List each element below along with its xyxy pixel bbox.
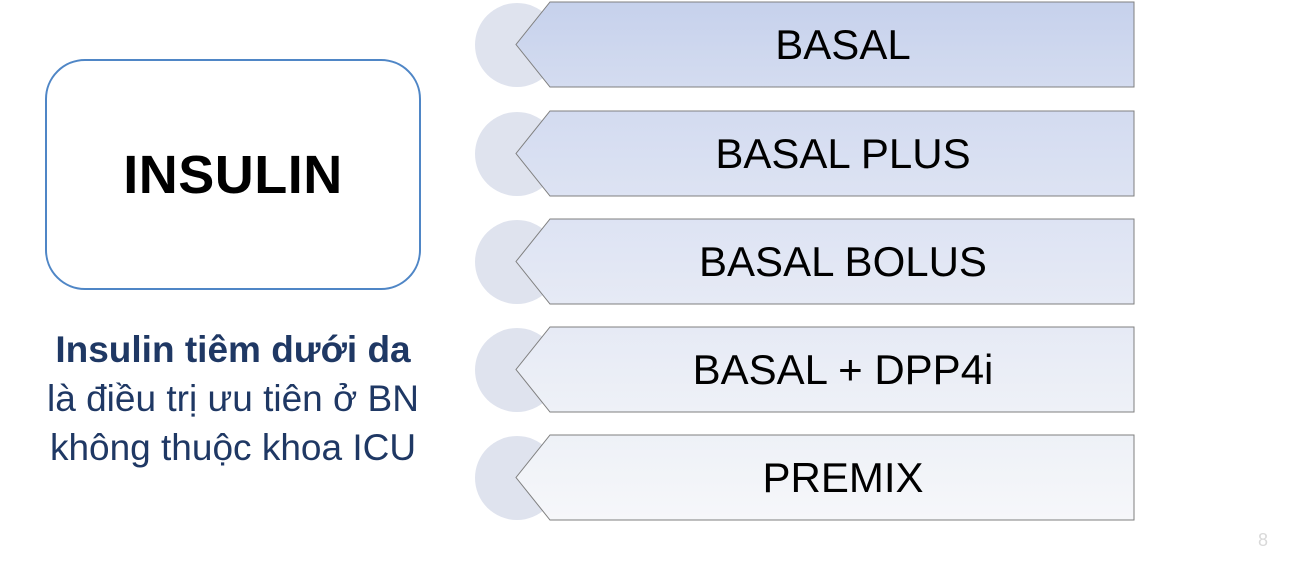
caption: Insulin tiêm dưới da là điều trị ưu tiên…	[10, 325, 456, 472]
option-label: BASAL	[775, 21, 911, 68]
option-label: PREMIX	[762, 454, 924, 501]
option-banner	[515, 1, 1135, 88]
option-banner	[515, 326, 1135, 413]
page-number: 8	[1258, 530, 1269, 550]
option-item-basal-plus: BASAL PLUS	[474, 110, 1136, 197]
insulin-title: INSULIN	[123, 144, 343, 205]
caption-bold-line: Insulin tiêm dưới da	[55, 329, 411, 370]
option-label: BASAL BOLUS	[699, 238, 987, 285]
caption-line-3: không thuộc khoa ICU	[49, 427, 417, 468]
option-banner	[515, 110, 1135, 197]
option-item-basal: BASAL	[474, 1, 1136, 88]
option-item-basal-bolus: BASAL BOLUS	[474, 218, 1136, 305]
option-label: BASAL + DPP4i	[692, 346, 994, 393]
option-label: BASAL PLUS	[715, 130, 971, 177]
option-banner	[515, 218, 1135, 305]
caption-line-2: là điều trị ưu tiên ở BN	[47, 378, 419, 419]
option-item-basal-dpp4i: BASAL + DPP4i	[474, 326, 1136, 413]
option-banner	[515, 434, 1135, 521]
insulin-title-box: INSULIN	[45, 59, 421, 290]
option-item-premix: PREMIX	[474, 434, 1136, 521]
